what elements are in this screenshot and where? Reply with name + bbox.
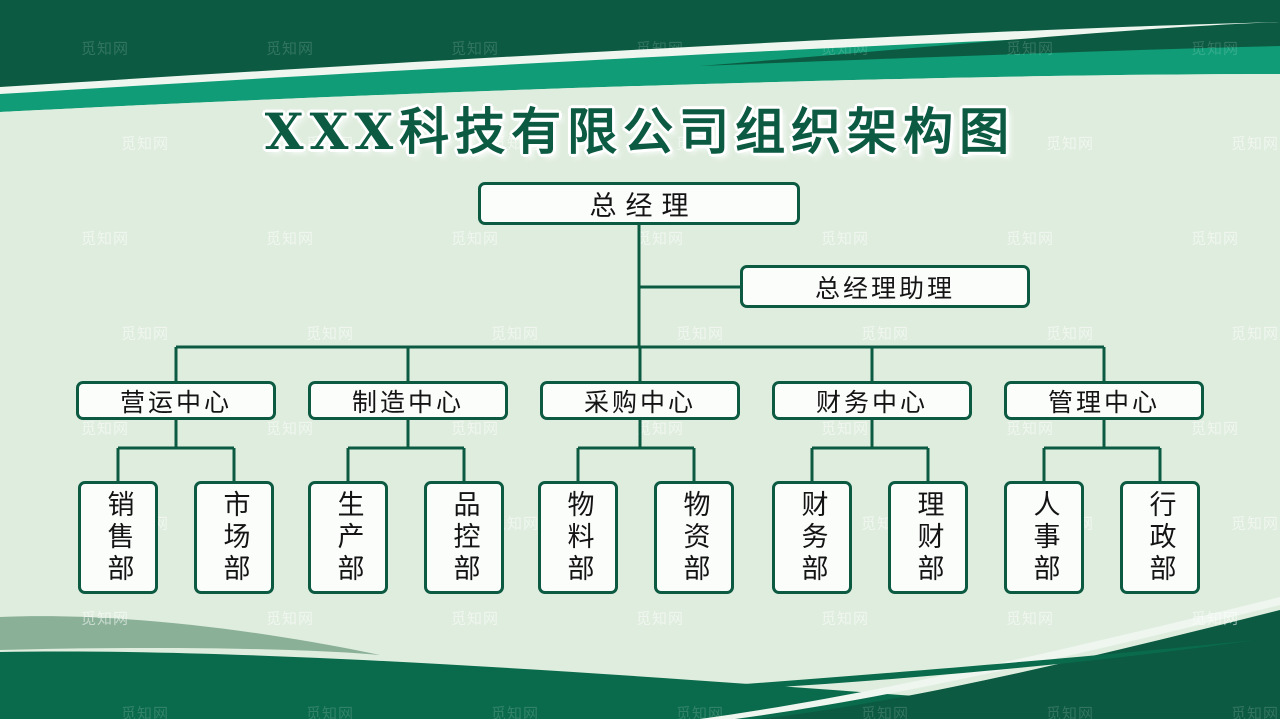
org-node-procurement[interactable]: 采购中心 — [540, 381, 740, 420]
node-label: 人事部 — [1028, 489, 1060, 586]
org-node-materials[interactable]: 物料部 — [538, 481, 618, 594]
node-label: 品控部 — [448, 489, 480, 586]
org-node-finance-center[interactable]: 财务中心 — [772, 381, 972, 420]
node-label: 物料部 — [562, 489, 594, 586]
node-label: 管理中心 — [1047, 387, 1160, 417]
org-node-finance[interactable]: 财务部 — [772, 481, 852, 594]
org-node-admin[interactable]: 行政部 — [1120, 481, 1200, 594]
org-node-management[interactable]: 管理中心 — [1004, 381, 1204, 420]
page-title: XXX科技有限公司组织架构图 — [264, 102, 1016, 161]
node-label: 财务部 — [796, 489, 828, 586]
org-node-gm-assistant[interactable]: 总经理助理 — [740, 265, 1030, 308]
node-label: 行政部 — [1144, 489, 1176, 586]
node-label: 销售部 — [102, 489, 134, 586]
org-node-marketing[interactable]: 市场部 — [194, 481, 274, 594]
node-label: 采购中心 — [583, 387, 696, 417]
org-node-sales[interactable]: 销售部 — [78, 481, 158, 594]
node-label: 市场部 — [218, 489, 250, 586]
org-node-production[interactable]: 生产部 — [308, 481, 388, 594]
node-label: 制造中心 — [351, 387, 464, 417]
org-node-treasury[interactable]: 理财部 — [888, 481, 968, 594]
node-label: 总经理 — [589, 191, 698, 222]
org-node-operations[interactable]: 营运中心 — [76, 381, 276, 420]
node-label: 营运中心 — [119, 387, 232, 417]
org-node-gm[interactable]: 总经理 — [478, 182, 800, 225]
org-node-quality[interactable]: 品控部 — [424, 481, 504, 594]
node-label: 财务中心 — [815, 387, 928, 417]
node-label: 生产部 — [332, 489, 364, 586]
node-label: 物资部 — [678, 489, 710, 586]
node-label: 理财部 — [912, 489, 944, 586]
node-label: 总经理助理 — [814, 273, 955, 303]
org-node-hr[interactable]: 人事部 — [1004, 481, 1084, 594]
org-node-supplies[interactable]: 物资部 — [654, 481, 734, 594]
org-node-manufacturing[interactable]: 制造中心 — [308, 381, 508, 420]
